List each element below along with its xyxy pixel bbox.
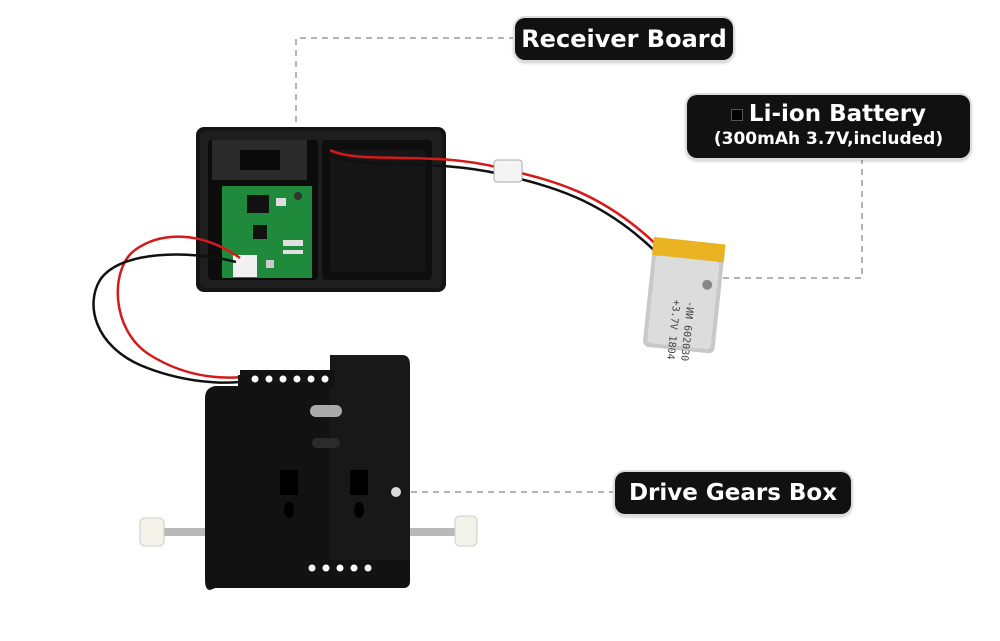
- battery-label-subtitle: (300mAh 3.7V,included): [713, 129, 944, 149]
- receiver-board-label: Receiver Board: [515, 18, 733, 60]
- receiver-pcb: [222, 186, 312, 278]
- motor-wire-red: [116, 235, 259, 379]
- battery-label: Li-ion Battery (300mAh 3.7V,included): [687, 95, 970, 158]
- battery-leader-line: [718, 158, 863, 279]
- battery-pack: -ИИ 602030 +3.7V 1804: [643, 236, 726, 362]
- motor-wire-black: [92, 253, 253, 384]
- leader-lines: [295, 37, 863, 493]
- battery-connector: [493, 159, 523, 183]
- battery-label-title: Li-ion Battery: [687, 101, 970, 127]
- drive-gears-box-label-text: Drive Gears Box: [628, 480, 838, 506]
- gears-box: [205, 355, 410, 590]
- battery-label-title-text: Li-ion Battery: [748, 101, 927, 127]
- drive-gears-box-label: Drive Gears Box: [615, 472, 851, 514]
- bullet-square-icon: [730, 108, 743, 121]
- receiver-board-label-text: Receiver Board: [521, 25, 727, 53]
